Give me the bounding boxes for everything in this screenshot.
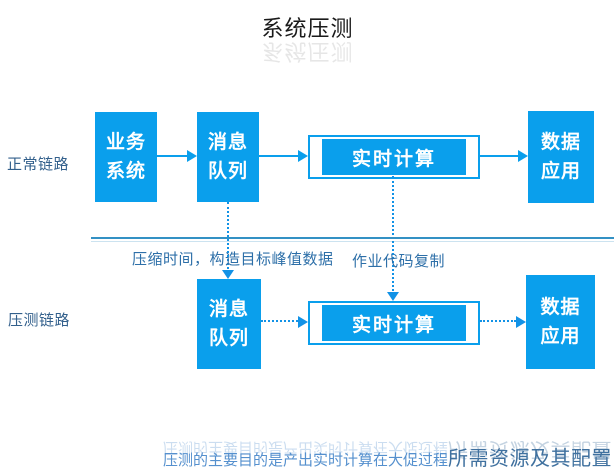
node-message-queue-normal: 消息 队列	[197, 112, 259, 202]
node-realtime-computing-normal: 实时计算	[308, 135, 480, 179]
node-message-queue-stress: 消息 队列	[197, 279, 261, 369]
arrow-realtime-to-dataapp-normal	[480, 150, 528, 162]
footer-purpose-text: 压测的主要目的是产出实时计算在大促过程所需资源及其配置	[163, 442, 612, 471]
node-dataapp-stress-line2: 应用	[540, 325, 581, 347]
footer-reflection-normal: 压测的主要目的是产出实时计算在大促过程	[163, 439, 449, 457]
arrow-business-to-mq	[157, 150, 197, 162]
arrowhead-right-icon	[516, 316, 526, 328]
node-dataapp-normal-line2: 应用	[540, 160, 581, 182]
node-mq-stress-line1: 消息	[208, 297, 249, 320]
node-realtime-normal-label: 实时计算	[322, 139, 466, 175]
footer-reflection-emphasis: 所需资源及其配置	[448, 438, 613, 462]
node-dataapp-normal-line1: 数据	[540, 130, 581, 153]
arrowhead-right-icon	[518, 150, 528, 162]
node-mq-normal-line1: 消息	[207, 130, 248, 153]
node-business-system: 业务 系统	[95, 112, 157, 202]
arrow-mq-to-realtime-normal	[259, 150, 308, 162]
dotted-shaft	[392, 176, 394, 291]
node-realtime-stress-label: 实时计算	[322, 305, 466, 341]
arrow-shaft	[480, 155, 518, 157]
node-data-application-stress: 数据 应用	[526, 275, 595, 369]
dotted-arrow-mq-normal-to-mq-stress	[222, 202, 234, 279]
node-mq-normal-line2: 队列	[207, 160, 248, 182]
node-mq-stress-line2: 队列	[208, 327, 249, 349]
dotted-shaft	[261, 320, 298, 322]
dotted-shaft	[227, 202, 229, 269]
row-label-normal-link: 正常链路	[7, 155, 70, 173]
dotted-arrow-realtime-normal-to-realtime-stress	[387, 176, 399, 301]
arrowhead-down-icon	[222, 270, 234, 279]
node-business-system-line1: 业务	[105, 130, 146, 153]
annotation-job-code-copy: 作业代码复制	[352, 252, 446, 270]
row-divider-line	[91, 237, 614, 239]
arrow-shaft	[259, 155, 298, 157]
footer-text-normal: 压测的主要目的是产出实时计算在大促过程	[163, 451, 449, 469]
node-data-application-normal: 数据 应用	[528, 111, 594, 203]
arrowhead-down-icon	[387, 292, 399, 301]
footer-text-emphasis: 所需资源及其配置	[448, 446, 613, 470]
arrow-shaft	[157, 155, 187, 157]
footer-purpose-text-reflection: 压测的主要目的是产出实时计算在大促过程所需资源及其配置	[163, 437, 612, 466]
node-dataapp-stress-line1: 数据	[540, 295, 581, 318]
row-label-stress-link: 压测链路	[8, 311, 71, 329]
dotted-arrow-mq-to-realtime-stress	[261, 316, 308, 328]
arrowhead-right-icon	[298, 150, 308, 162]
node-business-system-line2: 系统	[105, 160, 146, 182]
annotation-compress-time: 压缩时间，构造目标峰值数据	[132, 250, 334, 268]
dotted-shaft	[480, 320, 516, 322]
page-title: 系统压测	[261, 17, 354, 42]
node-realtime-computing-stress: 实时计算	[308, 301, 480, 345]
arrowhead-right-icon	[187, 150, 197, 162]
page-title-reflection: 系统压测	[261, 38, 354, 63]
arrowhead-right-icon	[298, 316, 308, 328]
dotted-arrow-realtime-to-dataapp-stress	[480, 316, 526, 328]
row-divider-line-reflection	[91, 241, 614, 242]
